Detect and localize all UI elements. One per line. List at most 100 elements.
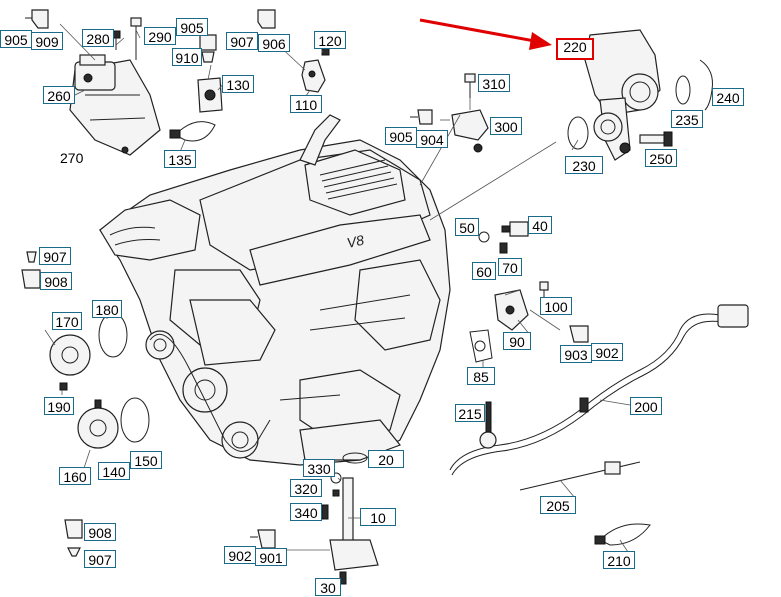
callout-70[interactable]: 70 — [498, 258, 522, 276]
bolt-250 — [639, 131, 673, 147]
o-ring-230 — [567, 116, 589, 150]
callout-260[interactable]: 260 — [43, 86, 75, 104]
callout-20[interactable]: 20 — [368, 450, 404, 468]
sensor-300 — [451, 109, 489, 153]
callout-190[interactable]: 190 — [44, 397, 74, 415]
callout-240[interactable]: 240 — [712, 88, 744, 106]
connector-910 — [199, 34, 217, 63]
callout-902-bottom[interactable]: 902 — [224, 546, 256, 564]
callout-250[interactable]: 250 — [645, 149, 677, 167]
knock-sensor — [479, 401, 497, 449]
callout-909[interactable]: 909 — [31, 32, 63, 50]
callout-905-top-mid[interactable]: 905 — [176, 18, 208, 36]
o-ring-20 — [342, 452, 368, 464]
callout-908-bottom[interactable]: 908 — [84, 523, 116, 541]
callout-310[interactable]: 310 — [478, 74, 510, 92]
seal-180 — [98, 312, 128, 358]
callout-210[interactable]: 210 — [603, 551, 635, 569]
callout-330[interactable]: 330 — [303, 459, 335, 477]
cable-205 — [519, 461, 641, 491]
callout-170[interactable]: 170 — [52, 312, 82, 330]
connector-903 — [569, 325, 589, 343]
callout-100[interactable]: 100 — [540, 297, 572, 315]
bolt-280 — [112, 30, 121, 50]
engine-assembly: V8 — [99, 114, 451, 466]
camshaft-adjuster-140 — [77, 399, 119, 449]
callout-30[interactable]: 30 — [315, 578, 341, 596]
connector-908-bottom — [64, 519, 83, 557]
callout-150[interactable]: 150 — [130, 451, 162, 469]
callout-85[interactable]: 85 — [467, 367, 495, 385]
callout-905-mid[interactable]: 905 — [385, 127, 417, 145]
callout-205[interactable]: 205 — [540, 496, 576, 514]
leader-lines — [44, 23, 631, 556]
connector-909 — [25, 9, 49, 29]
washer-60 — [478, 231, 490, 243]
pulley-upper — [182, 367, 228, 413]
callout-235[interactable]: 235 — [671, 110, 703, 128]
sensor-130 — [197, 77, 223, 113]
callout-290[interactable]: 290 — [144, 27, 176, 45]
bolt-310 — [464, 73, 476, 98]
callout-908-left[interactable]: 908 — [40, 272, 72, 290]
callout-180[interactable]: 180 — [92, 300, 122, 318]
intake-fins — [319, 159, 398, 200]
callout-320[interactable]: 320 — [290, 479, 322, 497]
callout-90[interactable]: 90 — [503, 332, 531, 350]
callout-907-top[interactable]: 907 — [226, 32, 258, 50]
callout-215[interactable]: 215 — [455, 404, 485, 422]
callout-120[interactable]: 120 — [314, 31, 346, 49]
pulley-lower — [221, 421, 259, 459]
bolt-290 — [130, 17, 142, 60]
clip-240 — [699, 59, 713, 111]
callout-200[interactable]: 200 — [630, 397, 662, 415]
seal-150 — [120, 397, 150, 443]
callout-50[interactable]: 50 — [455, 218, 479, 236]
bolt-70 — [499, 242, 508, 254]
callout-300[interactable]: 300 — [490, 117, 522, 135]
callout-140[interactable]: 140 — [98, 462, 130, 480]
connector-904 — [410, 109, 433, 125]
callout-60[interactable]: 60 — [472, 262, 496, 280]
fittings-320-340 — [321, 472, 342, 520]
callout-907-left[interactable]: 907 — [39, 247, 71, 265]
label-270: 270 — [60, 150, 84, 166]
engine-badge: V8 — [345, 232, 365, 251]
cable-tie-210 — [594, 523, 651, 546]
gasket-85 — [469, 329, 493, 363]
callout-110[interactable]: 110 — [290, 95, 322, 113]
callout-220-highlighted[interactable]: 220 — [556, 38, 594, 60]
solenoid-valve-260 — [74, 54, 116, 91]
callout-10[interactable]: 10 — [360, 508, 396, 526]
callout-902-right[interactable]: 902 — [591, 343, 623, 361]
bracket-110 — [301, 59, 326, 93]
oil-dipstick-tube-10 — [329, 477, 379, 571]
callout-903[interactable]: 903 — [560, 345, 592, 363]
connector-906 — [257, 9, 276, 29]
callout-904[interactable]: 904 — [416, 130, 448, 148]
callout-907-bottom[interactable]: 907 — [84, 550, 116, 568]
bolt-190 — [59, 382, 68, 391]
callout-280[interactable]: 280 — [82, 29, 114, 47]
callout-130[interactable]: 130 — [222, 75, 254, 93]
callout-135[interactable]: 135 — [164, 150, 196, 168]
wiring-harness-200 — [449, 304, 749, 476]
callout-906[interactable]: 906 — [258, 34, 290, 52]
camshaft-adjuster-170 — [49, 334, 91, 376]
callout-40[interactable]: 40 — [528, 216, 552, 234]
callout-230[interactable]: 230 — [565, 156, 603, 174]
seal-ring-235 — [675, 75, 691, 105]
connector-908-top — [21, 251, 41, 289]
callout-905-top-left[interactable]: 905 — [0, 30, 32, 48]
highlight-arrow — [419, 18, 552, 50]
thermostat-housing-220 — [584, 29, 661, 161]
cable-tie-135 — [169, 121, 216, 142]
callout-901[interactable]: 901 — [255, 548, 287, 566]
callout-340[interactable]: 340 — [290, 503, 322, 521]
callout-910[interactable]: 910 — [172, 48, 202, 66]
sensor-40 — [501, 221, 529, 237]
callout-160[interactable]: 160 — [59, 467, 91, 485]
sensor-90 — [494, 289, 529, 331]
